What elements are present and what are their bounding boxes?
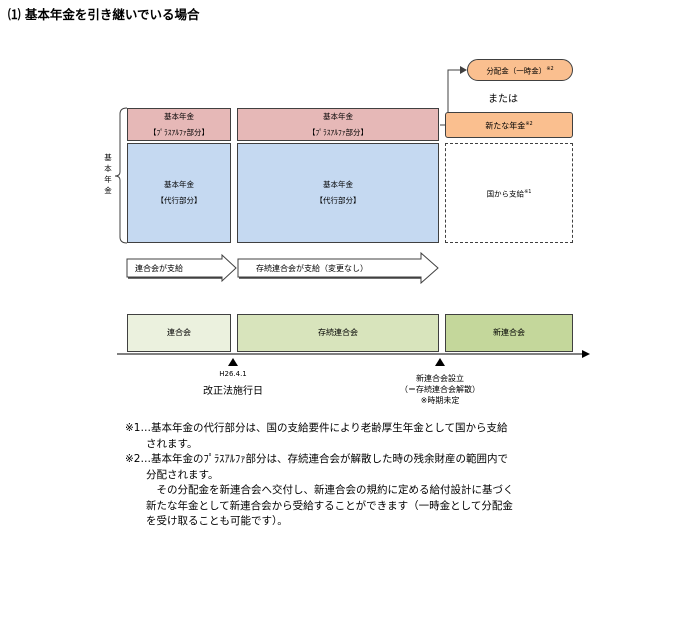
left-substitute-title: 基本年金 — [164, 180, 194, 189]
note-line: その分配金を新連合会へ交付し、新連合会の規約に定める給付設計に基づく — [125, 484, 514, 496]
note-line: ※1…基本年金の代行部分は、国の支給要件により老齢厚生年金として国から支給 — [125, 422, 508, 434]
new-pension-box: 新たな年金※2 — [445, 112, 573, 138]
milestone-marker-1 — [228, 358, 238, 366]
milestone-1-label: 改正法施行日 — [203, 386, 263, 397]
note-line: を受け取ることも可能です）。 — [125, 515, 288, 527]
mid-substitute-title: 基本年金 — [323, 180, 353, 189]
timeline-arrowhead — [582, 350, 590, 358]
left-substitute-box: 基本年金 【代行部分】 — [127, 143, 231, 243]
note-line: 新たな年金として新連合会から受給することができます（一時金として分配金 — [125, 499, 513, 512]
note-line: 分配されます。 — [125, 468, 219, 481]
left-plus-alpha-title: 基本年金 — [164, 111, 194, 121]
lump-sum-box: 分配金（一時金）※2 — [467, 59, 573, 81]
mid-plus-alpha-title: 基本年金 — [323, 111, 353, 121]
timeline-segment-federation: 連合会 — [127, 314, 231, 352]
note-line: されます。 — [125, 437, 198, 450]
mid-plus-alpha-sub: 【ﾌﾟﾗｽｱﾙﾌｧ部分】 — [308, 127, 368, 137]
milestone-2-label: 新連合会設立 （＝存続連合会解散） ※時期未定 — [380, 373, 500, 406]
arrowhead-lump-sum — [460, 66, 467, 74]
milestone-1-date: H26.4.1 — [219, 370, 247, 378]
state-payment-box: 国から支給※1 — [445, 143, 573, 243]
mid-substitute-box: 基本年金 【代行部分】 — [237, 143, 439, 243]
arrow-label-federation: 連合会が支給 — [135, 264, 183, 273]
left-plus-alpha-sub: 【ﾌﾟﾗｽｱﾙﾌｧ部分】 — [149, 127, 209, 137]
milestone-2-line2: （＝存続連合会解散） — [400, 385, 480, 394]
arrow-label-continuing: 存続連合会が支給（変更なし） — [256, 264, 368, 273]
timeline-segment-continuing: 存続連合会 — [237, 314, 439, 352]
section-title: ⑴ 基本年金を引き継いでいる場合 — [8, 7, 200, 22]
note-line: ※2…基本年金のﾌﾟﾗｽｱﾙﾌｧ部分は、存続連合会が解散した時の残余財産の範囲内… — [125, 453, 508, 465]
left-brace — [114, 107, 128, 244]
timeline-segment-new: 新連合会 — [445, 314, 573, 352]
or-label: または — [488, 94, 518, 105]
footnotes: ※1…基本年金の代行部分は、国の支給要件により老齢厚生年金として国から支給 され… — [125, 421, 514, 530]
milestone-marker-2 — [435, 358, 445, 366]
milestone-2-line3: ※時期未定 — [420, 396, 460, 405]
block-arrow-left — [126, 253, 237, 283]
mid-plus-alpha-box: 基本年金 【ﾌﾟﾗｽｱﾙﾌｧ部分】 — [237, 108, 439, 141]
mid-substitute-sub: 【代行部分】 — [315, 196, 361, 205]
left-plus-alpha-box: 基本年金 【ﾌﾟﾗｽｱﾙﾌｧ部分】 — [127, 108, 231, 141]
side-label-basic-pension: 基本年金 — [104, 153, 112, 195]
block-arrow-right — [237, 251, 439, 285]
milestone-2-line1: 新連合会設立 — [416, 374, 464, 383]
left-substitute-sub: 【代行部分】 — [156, 196, 202, 205]
